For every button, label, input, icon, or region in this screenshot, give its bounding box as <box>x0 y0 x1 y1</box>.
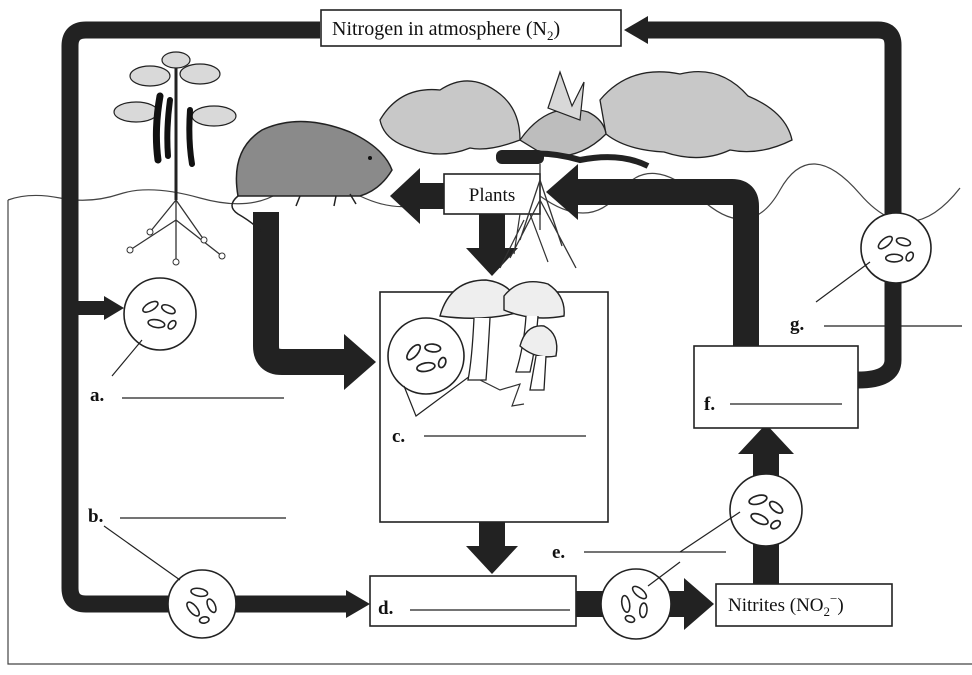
bacteria-e-circle <box>730 474 802 546</box>
bacteria-d-circle <box>601 569 671 639</box>
roots-illustration <box>500 214 548 268</box>
blank-g-label: g. <box>790 314 804 335</box>
leader-b <box>104 526 180 580</box>
squash-plant-icon <box>380 72 792 268</box>
pipe-f-to-g <box>858 300 893 380</box>
blank-c-label: c. <box>392 426 405 447</box>
bacteria-a-circle <box>124 278 196 350</box>
arrow-to-a <box>104 296 124 320</box>
bacteria-b-circle <box>168 570 236 638</box>
blank-a-label: a. <box>90 385 104 406</box>
arrow-c-to-d <box>466 546 518 574</box>
bacteria-c-circle <box>388 318 464 394</box>
leader-a <box>112 340 142 376</box>
blank-e-label: e. <box>552 542 565 563</box>
pipe-atmosphere-loop <box>640 30 893 300</box>
pepper-plant-icon <box>114 52 236 265</box>
arrow-animal-to-c <box>344 334 376 390</box>
atmosphere-label: Nitrogen in atmosphere (N2) <box>332 18 560 43</box>
bacteria-g-circle <box>861 213 931 283</box>
pipe-animal-to-c <box>266 212 345 362</box>
arrow-into-atmosphere <box>624 16 648 44</box>
arrow-plants-to-animal <box>390 168 420 224</box>
arrow-d-to-nitrites <box>684 578 714 630</box>
blank-b-label: b. <box>88 506 103 527</box>
leader-e <box>680 512 740 552</box>
arrow-plants-to-c <box>466 248 518 276</box>
leader-g <box>816 262 870 302</box>
ammonium-box <box>370 576 576 626</box>
nitrates-box <box>694 346 858 428</box>
blank-d-label: d. <box>378 598 393 619</box>
blank-f-label: f. <box>704 394 715 415</box>
arrow-into-d <box>346 590 370 618</box>
plants-label: Plants <box>469 185 515 206</box>
